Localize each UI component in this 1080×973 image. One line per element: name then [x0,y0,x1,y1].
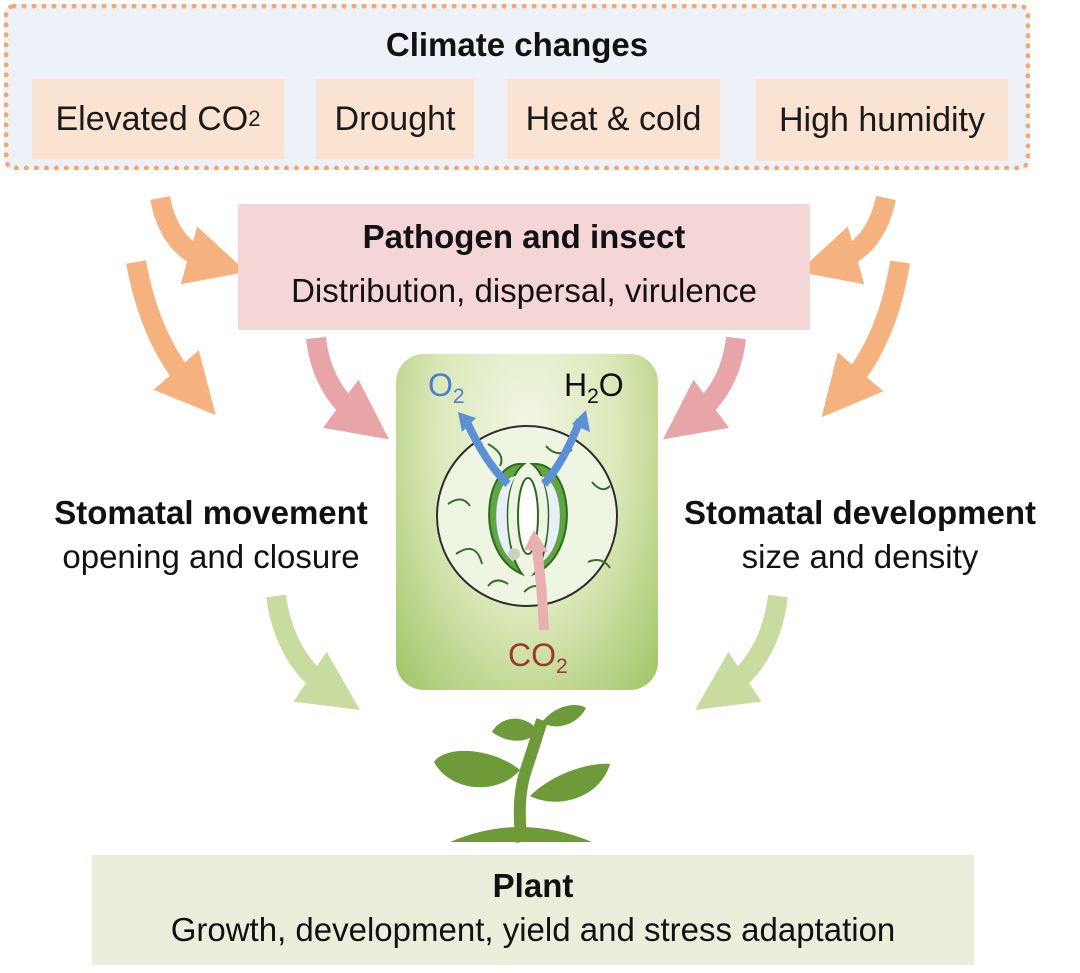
plant-title: Plant [492,867,574,904]
h2o-o: O [598,367,624,403]
arrow-climate-to-pathogen-left [150,195,247,285]
leaf-left [434,750,520,788]
factor-high-humidity-label: High humidity [779,100,985,139]
development-title: Stomatal development [683,494,1037,531]
movement-title: Stomatal movement [54,494,368,531]
arrow-pathogen-to-stomata-right [663,336,746,440]
climate-title: Climate changes [385,26,649,63]
movement-subtitle: opening and closure [62,538,360,575]
co2-arrow [531,541,549,631]
factor-heat-cold-label: Heat & cold [525,99,702,138]
arrow-climate-to-movement [126,260,216,416]
leaf-top-right [542,704,586,727]
arrow-climate-to-pathogen-right [798,195,896,285]
development-subtitle: size and density [741,538,979,575]
arrow-pathogen-to-stomata-left [306,336,389,440]
pathogen-title: Pathogen and insect [362,218,686,255]
co2-symbol: CO [508,637,556,673]
co2-label: CO2 [508,637,568,679]
plant-box [92,855,974,965]
h2o-subscript: 2 [587,385,599,408]
leaf-top-left [492,718,538,741]
factor-heat-cold: Heat & cold [507,79,720,159]
pathogen-subtitle: Distribution, dispersal, virulence [291,272,757,309]
o2-subscript: 2 [452,385,465,408]
o2-symbol: O [428,367,453,403]
leaf-right [530,763,610,802]
pathogen-box [238,204,810,330]
arrow-development-to-plant [695,594,788,710]
co2-subscript: 2 [556,655,568,678]
factor-co2-subscript: 2 [248,106,261,131]
arrow-movement-to-plant [266,594,360,710]
factor-drought: Drought [316,79,474,159]
factor-elevated-co2-label: Elevated CO [55,99,249,138]
factor-drought-label: Drought [334,99,456,138]
plant-subtitle: Growth, development, yield and stress ad… [170,911,896,948]
h2o-label: H2O [564,367,624,409]
h2o-arrow [541,418,584,487]
o2-arrow [462,418,511,487]
stomata-illustration [436,410,618,631]
factor-high-humidity: High humidity [756,79,1008,161]
o2-label: O2 [428,367,465,409]
arrow-climate-to-development [821,260,910,418]
h2o-h: H [564,367,588,403]
plant-illustration [434,704,610,843]
